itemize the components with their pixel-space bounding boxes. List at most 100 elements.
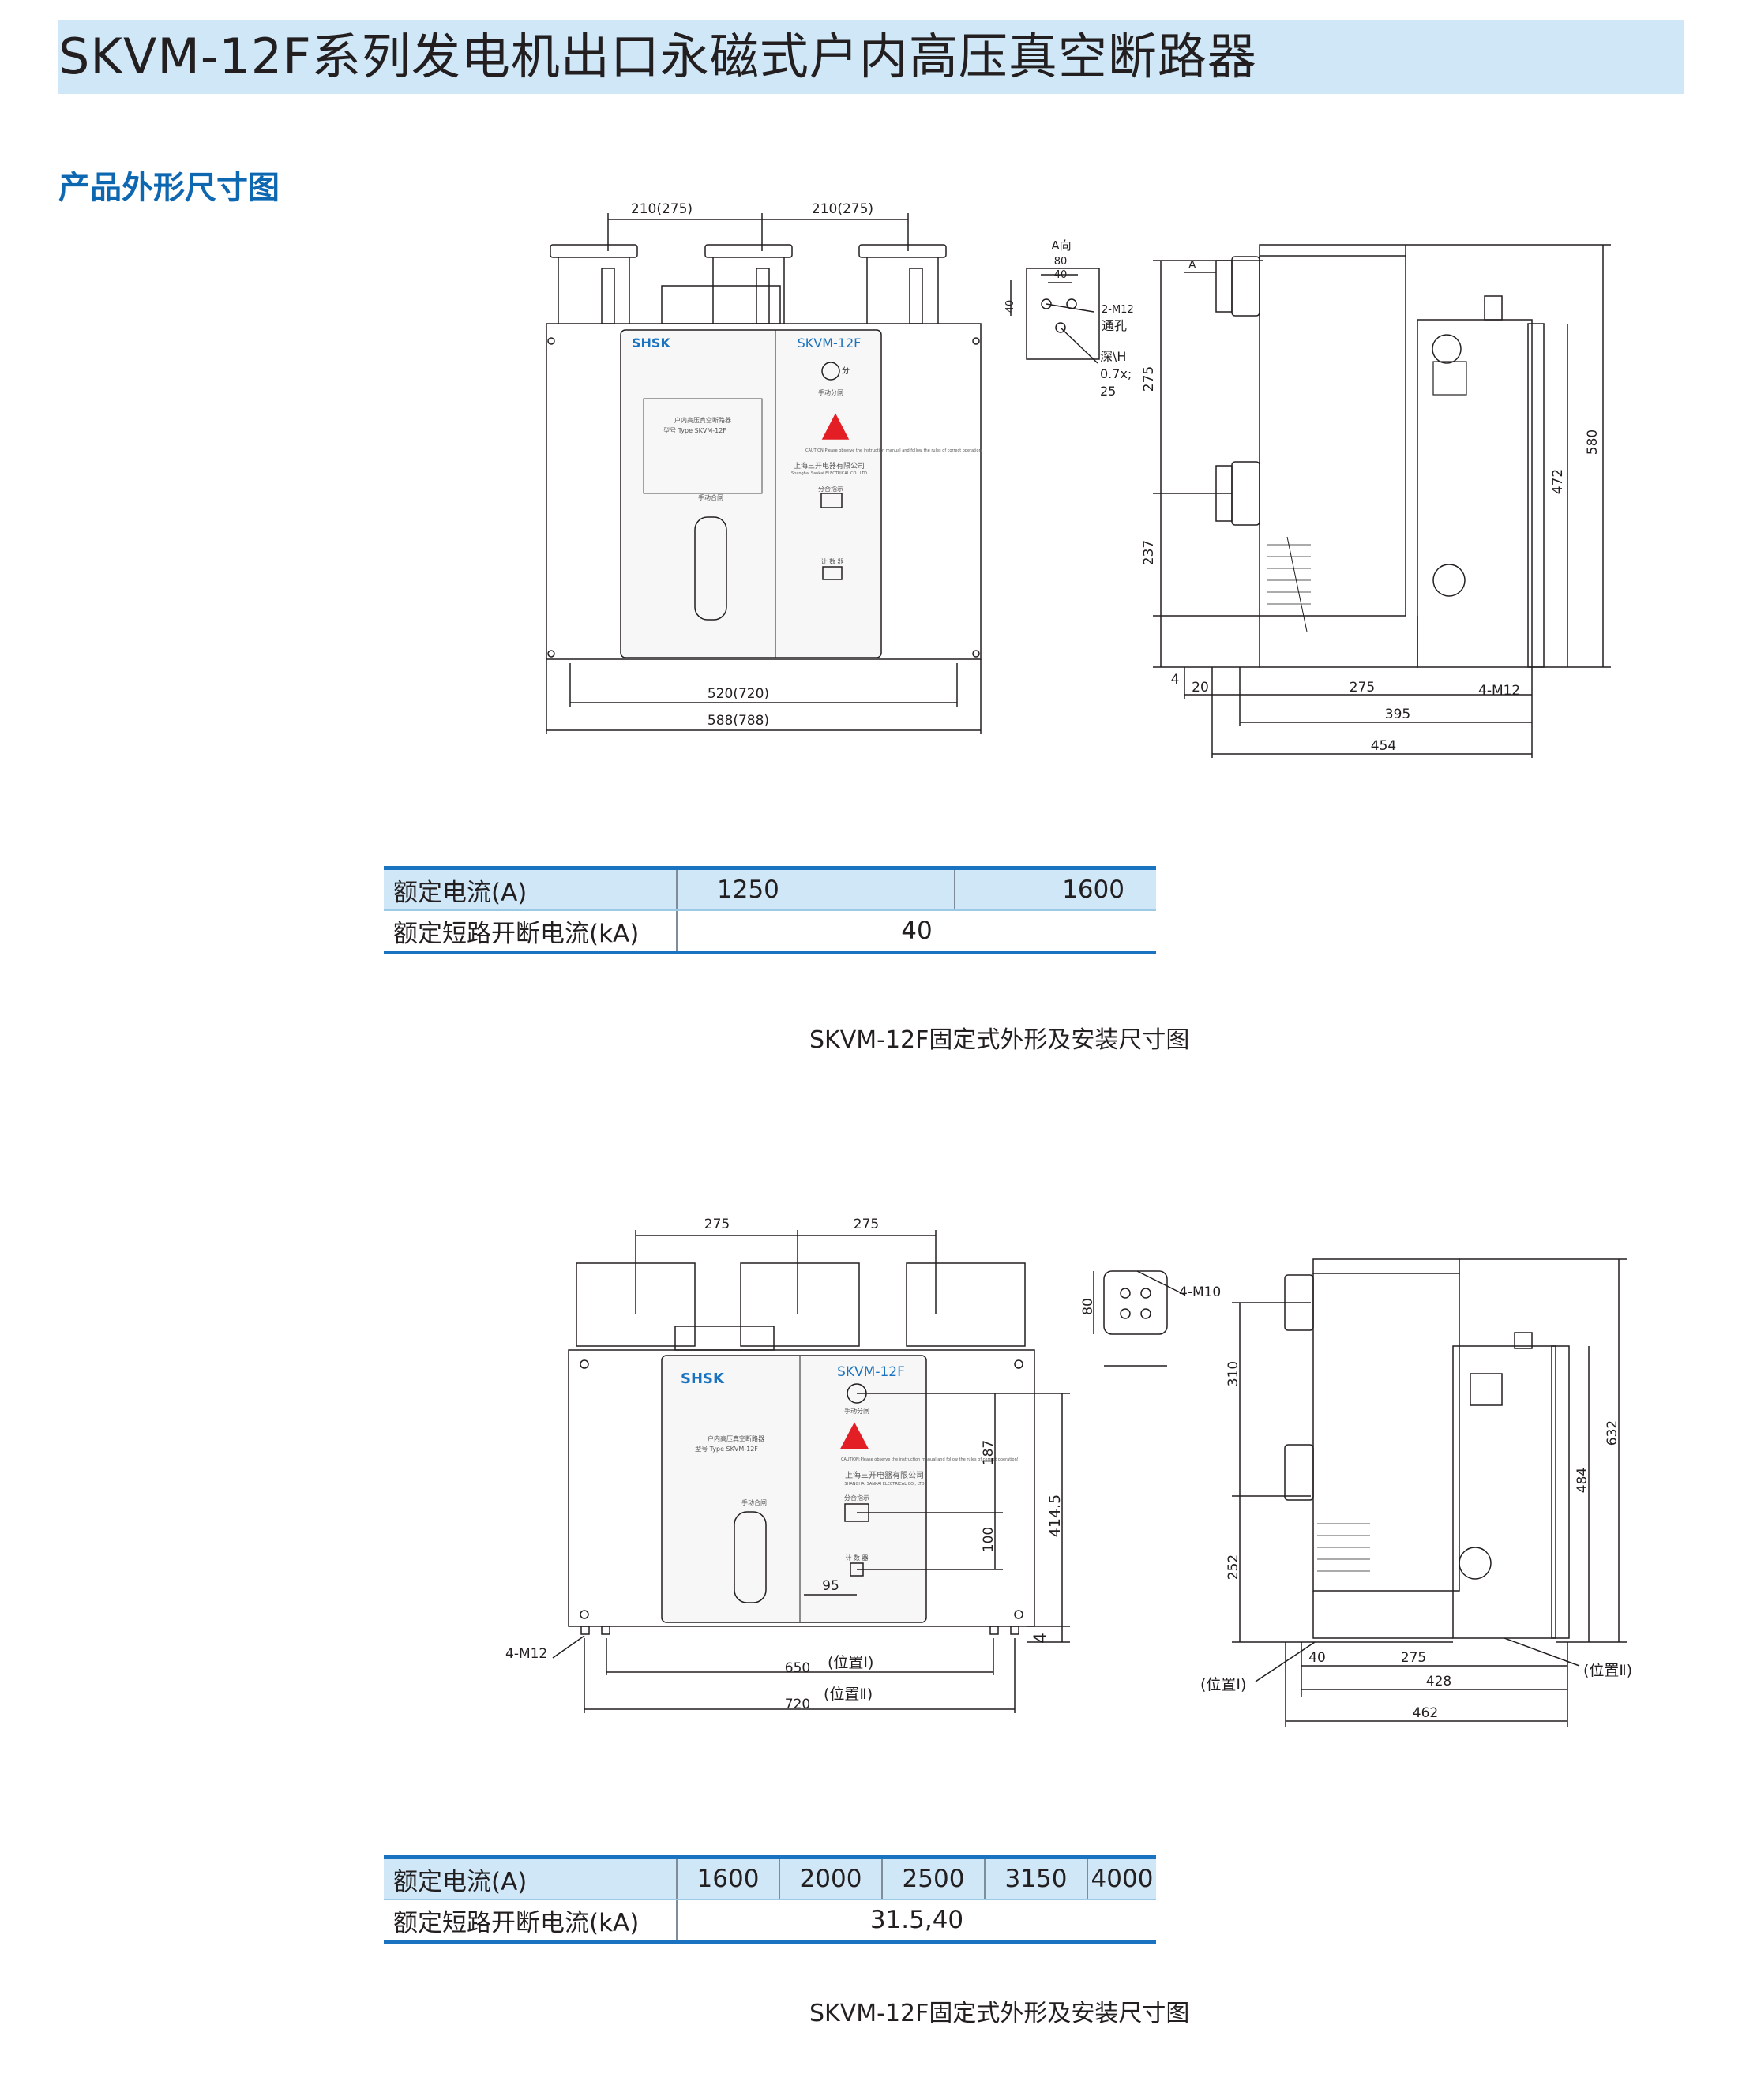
section-title: 产品外形尺寸图 [58, 170, 280, 206]
d2-front-panel [661, 1355, 927, 1623]
d2-side-310: 310 [1226, 1361, 1241, 1386]
d1-side-472: 472 [1550, 469, 1566, 494]
d1-hand-close: 手动合闸 [698, 493, 723, 501]
d1-side-m12: 4-M12 [1478, 683, 1520, 699]
d2-dim-414: 414.5 [1046, 1494, 1064, 1537]
t2-row1-val2: 2000 [779, 1855, 882, 1900]
d2-side-252: 252 [1226, 1554, 1241, 1580]
t2-row1-label: 额定电流(A) [384, 1855, 677, 1900]
d2-side-275: 275 [1401, 1650, 1426, 1666]
d1-company: 上海三开电器有限公司 [794, 461, 865, 471]
t2-row1-val3: 2500 [881, 1855, 985, 1900]
d2-brand: SHSK [681, 1371, 725, 1387]
d1-side-237: 237 [1141, 540, 1157, 565]
t1-row1-val1: 1250 [676, 866, 955, 911]
d1-nameplate-model: 型号 Type SKVM-12F [663, 427, 726, 434]
t1-row2-label: 额定短路开断电流(kA) [384, 910, 677, 954]
bushing-right [858, 244, 947, 258]
bushing-center [704, 244, 793, 258]
drawing-1-dimensions: 210(275) 210(275) 520(720) 588(788) SHSK… [546, 201, 1611, 758]
d2-nameplate-model: 型号 Type SKVM-12F [695, 1446, 758, 1453]
d1-side-395: 395 [1385, 707, 1410, 722]
page-title: SKVM-12F系列发电机出口永磁式户内高压真空断路器 [58, 28, 1257, 85]
bushing-left [550, 244, 638, 258]
d2-dim-top-right: 275 [854, 1217, 879, 1232]
d2-dim-top-left: 275 [704, 1217, 730, 1232]
d2-dim-80: 80 [1080, 1298, 1096, 1315]
d2-body [568, 1349, 1035, 1627]
d2-m12: 4-M12 [505, 1646, 547, 1662]
d1-side-580: 580 [1585, 429, 1601, 455]
d1-aview-holes: 2-M12 [1102, 304, 1134, 316]
d1-dim-width-outer: 588(788) [708, 713, 769, 729]
d1-dim-top-left: 210(275) [631, 201, 693, 217]
d2-side-462: 462 [1413, 1705, 1438, 1721]
t2-row1-val1: 1600 [676, 1855, 779, 1900]
d1-indicator: 分合指示 [818, 485, 843, 493]
t1-row1-val2: 1600 [954, 866, 1156, 911]
d2-model: SKVM-12F [837, 1364, 905, 1380]
d2-bushing-center [740, 1262, 860, 1347]
caption-1: SKVM-12F固定式外形及安装尺寸图 [809, 1026, 1190, 1054]
d2-dim-100: 100 [981, 1527, 997, 1552]
side-mechanism [1417, 319, 1533, 668]
d1-side-275: 275 [1141, 366, 1157, 392]
spec-table-1: 额定电流(A) 1250 1600 额定短路开断电流(kA) 40 [384, 866, 1156, 954]
drawing-2-dimensions: 275 275 SHSK SKVM-12F 手动分闸 户内高压真空断路器 型号 … [505, 1217, 1632, 1727]
d1-aview-formula: 0.7x; [1100, 366, 1132, 381]
t2-row2-label: 额定短路开断电流(kA) [384, 1899, 677, 1944]
d2-bushing-right [906, 1262, 1026, 1347]
d2-w-650: 650 [785, 1660, 810, 1676]
d1-nameplate-title: 户内高压真空断路器 [674, 416, 731, 424]
t2-row1-val5: 4000 [1087, 1855, 1156, 1900]
d1-brand: SHSK [632, 336, 670, 351]
d2-side-40: 40 [1308, 1650, 1326, 1666]
d1-aview-40v: 40 [1004, 300, 1016, 313]
d2-dim-187: 187 [981, 1440, 997, 1465]
d2-bolt-view [1103, 1270, 1168, 1335]
d2-counter: 计 数 器 [845, 1554, 868, 1562]
side-top-bushing [1259, 244, 1406, 257]
d2-caution: CAUTION:Please observe the instruction m… [841, 1457, 1019, 1462]
d1-aview-40: 40 [1054, 269, 1068, 281]
d2-side-428: 428 [1426, 1674, 1451, 1689]
d1-aview-80: 80 [1054, 256, 1068, 268]
d1-dim-width-inner: 520(720) [708, 686, 769, 702]
t2-row1-val4: 3150 [984, 1855, 1087, 1900]
d1-aview-label: A向 [1051, 238, 1071, 253]
t1-row1-label: 额定电流(A) [384, 866, 677, 911]
d1-aview-25: 25 [1100, 384, 1116, 399]
d1-side-454: 454 [1371, 738, 1396, 754]
d1-counter: 计 数 器 [820, 557, 843, 565]
d2-hand-close: 手动合闸 [741, 1498, 767, 1506]
d1-side-4: 4 [1171, 672, 1180, 688]
d2-nameplate-title: 户内高压真空断路器 [708, 1434, 764, 1442]
d1-company-en: Shanghai Sankai ELECTRICAL CO., LTD [791, 471, 867, 476]
d2-w-720: 720 [785, 1697, 810, 1712]
d2-dim-4: 4 [1031, 1633, 1051, 1644]
d2-side-pos2: (位置Ⅱ) [1583, 1662, 1632, 1679]
d1-aview-through: 通孔 [1102, 318, 1127, 333]
front-panel [620, 329, 882, 658]
header-bar [58, 20, 1684, 94]
d2-company-en: SHANGHAI SANKAI ELECTRICAL CO., LTD [844, 1482, 924, 1487]
caption-2: SKVM-12F固定式外形及安装尺寸图 [809, 2000, 1190, 2027]
d1-hand-op: 手动分闸 [818, 388, 843, 396]
d2-holes-m10: 4-M10 [1179, 1284, 1221, 1300]
d2-pos1: (位置Ⅰ) [828, 1654, 873, 1671]
d2-side-mechanism [1452, 1345, 1556, 1639]
d2-pos2: (位置Ⅱ) [824, 1686, 873, 1703]
d1-model: SKVM-12F [798, 336, 862, 351]
d1-dim-top-right: 210(275) [812, 201, 873, 217]
d2-side-484: 484 [1575, 1468, 1590, 1493]
t2-row2-value: 31.5,40 [676, 1899, 1156, 1944]
t1-row2-value: 40 [676, 910, 1156, 954]
d2-hand-op: 手动分闸 [844, 1407, 869, 1415]
d2-company: 上海三开电器有限公司 [845, 1470, 924, 1480]
d1-arrow-a: A [1188, 259, 1196, 272]
d1-caution: CAUTION:Please observe the instruction m… [805, 448, 983, 453]
d1-open-label: 分 [842, 366, 850, 376]
d1-aview-depth: 深\H [1100, 349, 1126, 364]
d2-side-632: 632 [1605, 1420, 1620, 1446]
d2-dim-95: 95 [822, 1578, 839, 1594]
